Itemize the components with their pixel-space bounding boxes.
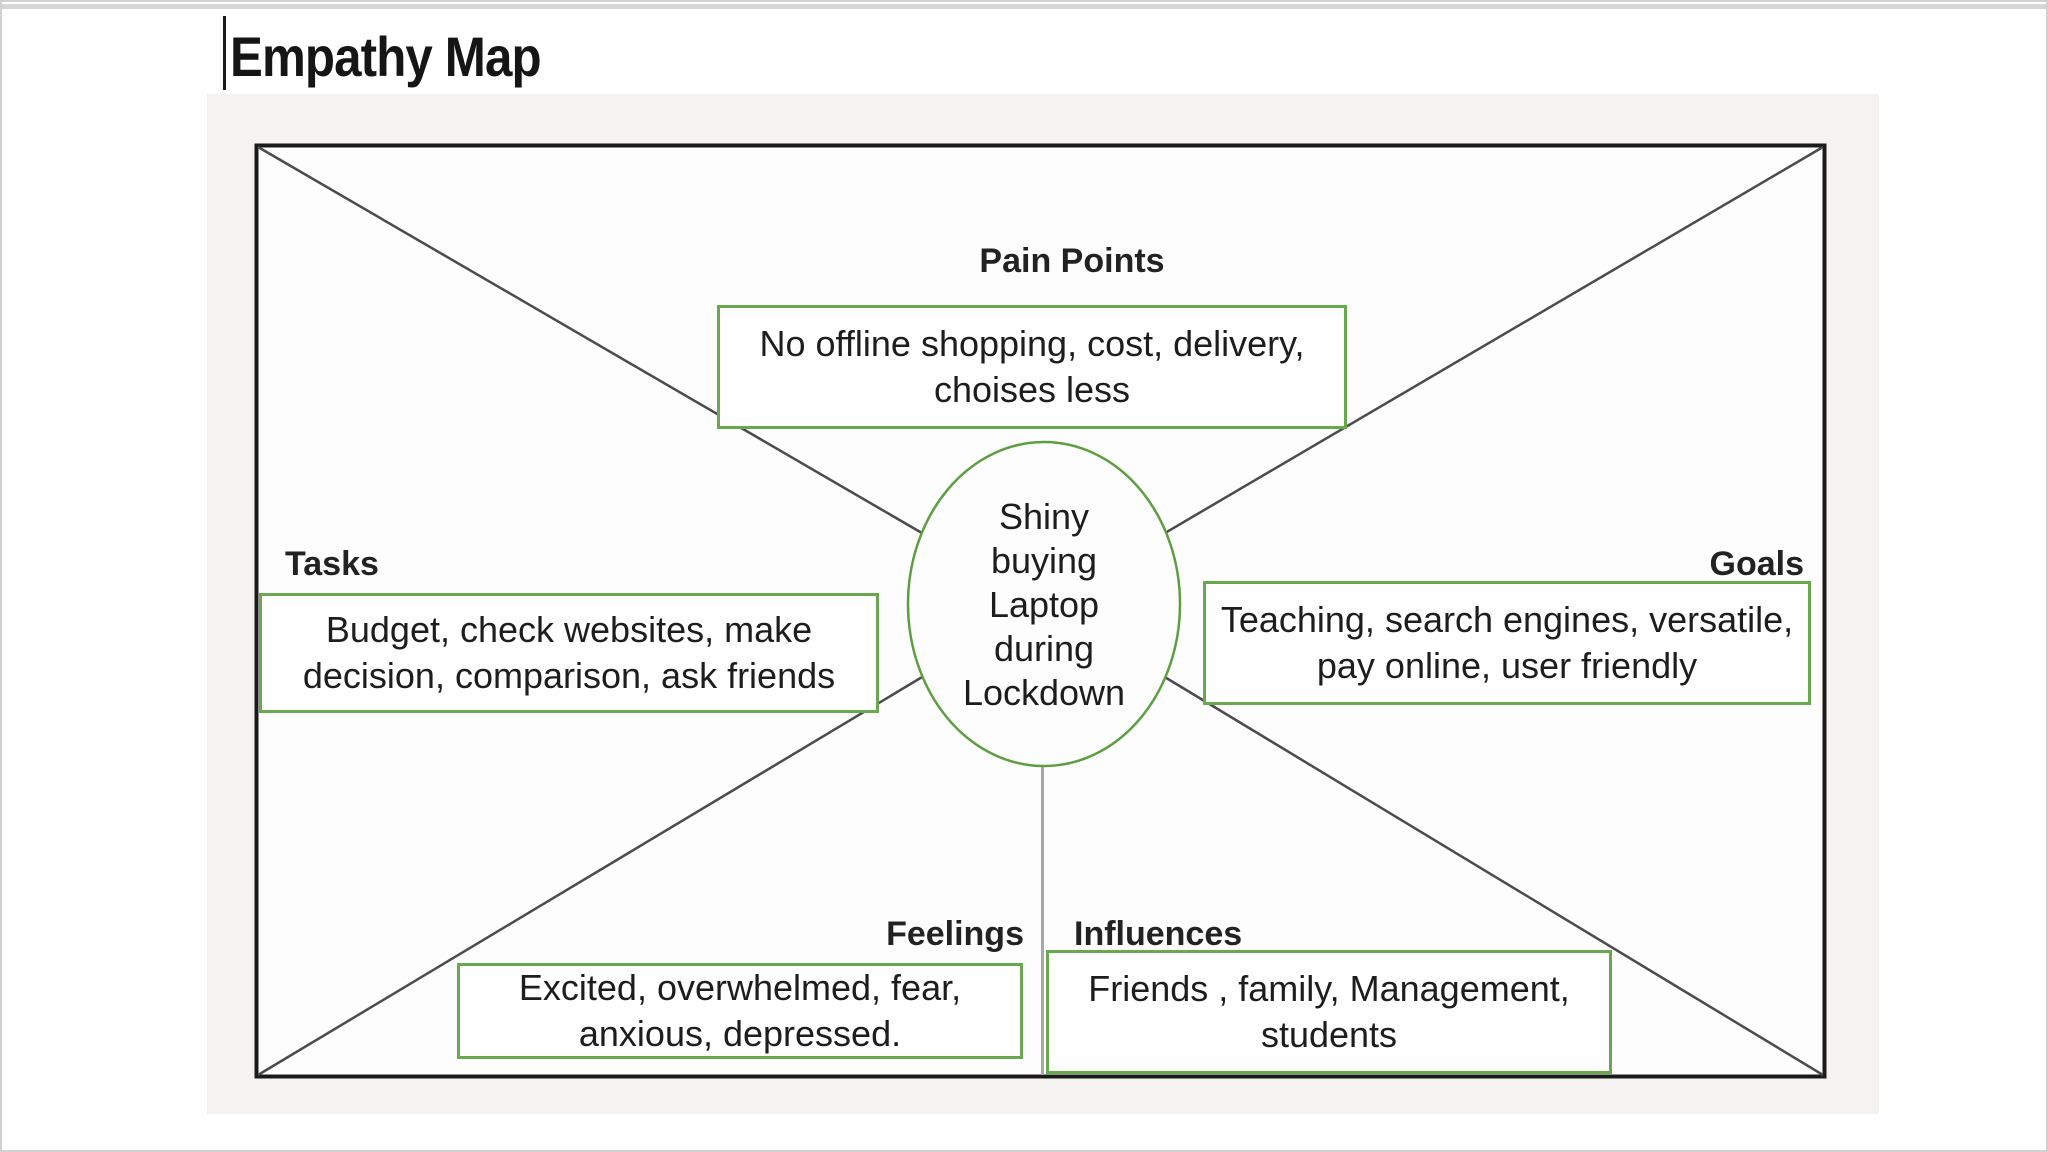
goals-label: Goals <box>1709 545 1804 583</box>
influences-note-box: Friends , family, Management, students <box>1046 950 1612 1074</box>
center-line3: Laptop <box>988 584 1100 625</box>
pain-points-note-line1: No offline shopping, cost, delivery, <box>759 323 1305 364</box>
feelings-note-line2: anxious, depressed. <box>578 1013 902 1054</box>
window-top-border <box>2 4 2046 9</box>
diagonal-bottom-left <box>257 602 1045 1077</box>
pain-points-note-box: No offline shopping, cost, delivery, cho… <box>717 305 1347 429</box>
center-line5: Lockdown <box>962 672 1126 713</box>
tasks-note-line2: decision, comparison, ask friends <box>302 655 836 696</box>
influences-note-line1: Friends , family, Management, <box>1088 968 1570 1009</box>
diagonal-top-right <box>1043 145 1824 606</box>
diagonal-bottom-right <box>1043 602 1824 1077</box>
center-line2: buying <box>990 540 1098 581</box>
influences-note-line2: students <box>1260 1014 1398 1055</box>
center-line1: Shiny <box>998 496 1090 537</box>
influences-label: Influences <box>1074 915 1243 953</box>
pain-points-note-line2: choises less <box>933 369 1131 410</box>
goals-note-line1: Teaching, search engines, versatile, <box>1220 599 1794 640</box>
feelings-note-box: Excited, overwhelmed, fear, anxious, dep… <box>457 963 1023 1059</box>
center-subject-text: Shiny buying Laptop during Lockdown <box>908 444 1180 766</box>
center-line4: during <box>993 628 1095 669</box>
diagonal-top-left <box>257 145 1045 606</box>
tasks-note-line1: Budget, check websites, make <box>325 609 813 650</box>
tasks-label: Tasks <box>285 545 379 583</box>
feelings-note-line1: Excited, overwhelmed, fear, <box>518 967 962 1008</box>
goals-note-box: Teaching, search engines, versatile, pay… <box>1203 581 1811 705</box>
center-ellipse <box>906 440 1182 768</box>
text-cursor <box>223 16 226 90</box>
feelings-label: Feelings <box>886 915 1024 953</box>
pain-points-label: Pain Points <box>979 242 1165 280</box>
goals-note-line2: pay online, user friendly <box>1316 645 1698 686</box>
page-title[interactable]: Empathy Map <box>230 25 542 88</box>
tasks-note-box: Budget, check websites, make decision, c… <box>259 593 879 713</box>
